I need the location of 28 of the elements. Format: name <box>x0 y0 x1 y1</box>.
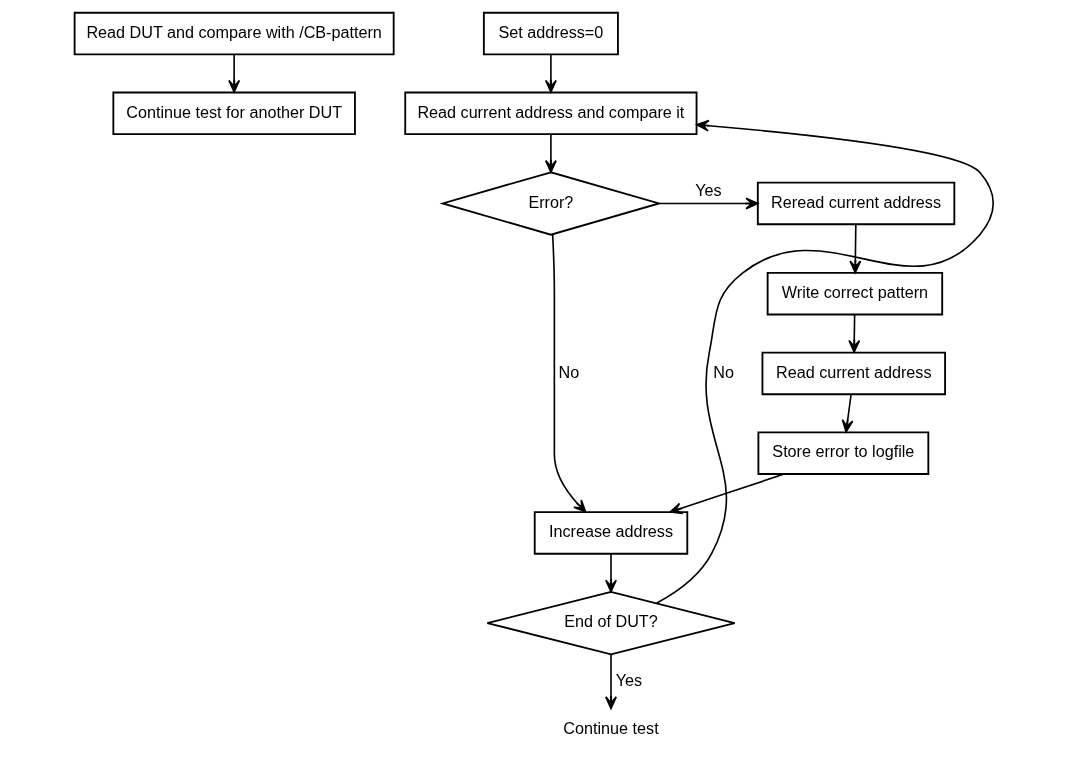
arrow <box>544 53 557 93</box>
node-box: Continue test for another DUT <box>111 91 356 136</box>
node-text: Continue test <box>562 718 659 737</box>
node-box: Read DUT and compare with /CB-pattern <box>73 11 395 56</box>
arrow <box>551 233 586 513</box>
node-box: Write correct pattern <box>766 271 943 316</box>
arrow <box>544 133 557 173</box>
arrow <box>604 553 617 593</box>
arrow <box>227 53 240 93</box>
edge-label: Yes <box>615 670 642 689</box>
arrow <box>668 473 785 515</box>
edge-label: No <box>557 362 579 381</box>
node-diamond: Error? <box>438 171 662 236</box>
node-box: Increase address <box>533 511 688 555</box>
arrow <box>655 119 994 605</box>
node-diamond: End of DUT? <box>485 590 736 656</box>
arrow <box>848 223 861 274</box>
arrow <box>841 393 854 433</box>
edge-label: Yes <box>694 180 722 199</box>
node-box: Reread current address <box>756 181 955 226</box>
node-box: Set address=0 <box>482 11 619 56</box>
arrow <box>658 197 758 210</box>
arrow <box>604 653 617 710</box>
node-box: Read current address <box>761 351 946 396</box>
node-box: Store error to logfile <box>756 431 929 475</box>
node-box: Read current address and compare it <box>403 91 697 136</box>
arrow <box>847 313 860 353</box>
edge-label: No <box>712 362 734 381</box>
